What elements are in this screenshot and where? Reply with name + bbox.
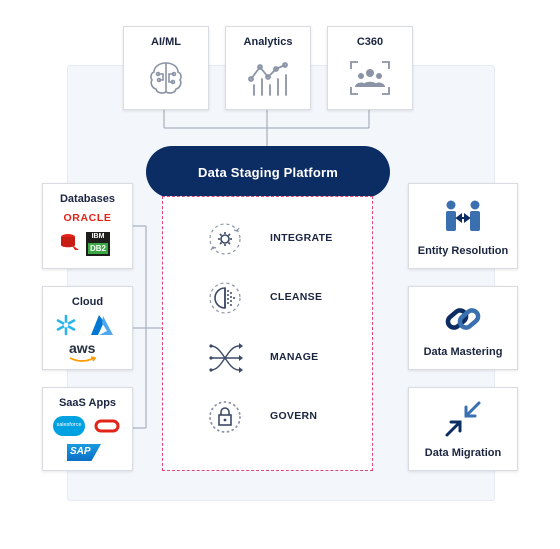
card-title: Cloud <box>71 296 104 308</box>
oracle-logo: ORACLE <box>63 212 112 224</box>
govern-lock-icon <box>209 401 241 433</box>
card-saas-apps: SaaS Apps salesforce SAP <box>42 387 133 471</box>
salesforce-label: salesforce <box>56 422 82 428</box>
card-cloud: Cloud aws <box>42 286 133 370</box>
card-title: Analytics <box>243 36 293 48</box>
stage-label: INTEGRATE <box>270 232 333 244</box>
aws-smile-icon <box>69 356 97 362</box>
sap-logo: SAP <box>67 444 101 461</box>
card-title: SaaS Apps <box>58 397 117 409</box>
card-data-mastering: Data Mastering <box>408 286 518 370</box>
ibm-db2-logo: IBM DB2 <box>86 232 110 256</box>
card-ai-ml: AI/ML <box>123 26 209 110</box>
cleanse-icon <box>209 282 241 314</box>
stage-integrate: INTEGRATE <box>207 221 357 257</box>
snowflake-icon <box>56 314 76 336</box>
manage-arrows-icon <box>209 343 243 373</box>
database-red-icon <box>61 234 79 250</box>
stage-label: MANAGE <box>270 351 319 363</box>
card-analytics: Analytics <box>225 26 311 110</box>
ibm-label: IBM <box>91 233 105 240</box>
aws-logo: aws <box>69 340 96 356</box>
card-c360: C360 <box>327 26 413 110</box>
brain-icon <box>150 62 182 94</box>
card-title: Data Mastering <box>423 346 503 358</box>
card-title: AI/ML <box>151 36 181 48</box>
card-title: C360 <box>356 36 384 48</box>
stage-manage: MANAGE <box>207 340 357 376</box>
customer-360-icon <box>350 61 390 95</box>
integrate-gear-icon <box>209 223 241 255</box>
stage-cleanse: CLEANSE <box>207 280 357 316</box>
stage-label: GOVERN <box>270 410 318 422</box>
entity-resolution-icon <box>446 200 480 231</box>
card-title: Data Migration <box>424 447 502 459</box>
stage-label: CLEANSE <box>270 291 323 303</box>
card-databases: Databases ORACLE IBM DB2 <box>42 183 133 269</box>
card-entity-resolution: Entity Resolution <box>408 183 518 269</box>
oracle-ring-icon <box>94 419 120 433</box>
stage-govern: GOVERN <box>207 399 357 435</box>
process-box <box>162 196 373 471</box>
sap-label: SAP <box>70 446 91 457</box>
card-title: Databases <box>59 193 116 205</box>
chain-link-icon <box>445 308 481 330</box>
card-data-migration: Data Migration <box>408 387 518 471</box>
card-title: Entity Resolution <box>417 245 509 257</box>
salesforce-logo: salesforce <box>53 416 85 436</box>
migration-arrows-icon <box>445 401 481 437</box>
azure-icon <box>91 315 113 335</box>
platform-title: Data Staging Platform <box>146 146 390 198</box>
analytics-chart-icon <box>248 62 288 96</box>
db2-label: DB2 <box>88 243 108 254</box>
